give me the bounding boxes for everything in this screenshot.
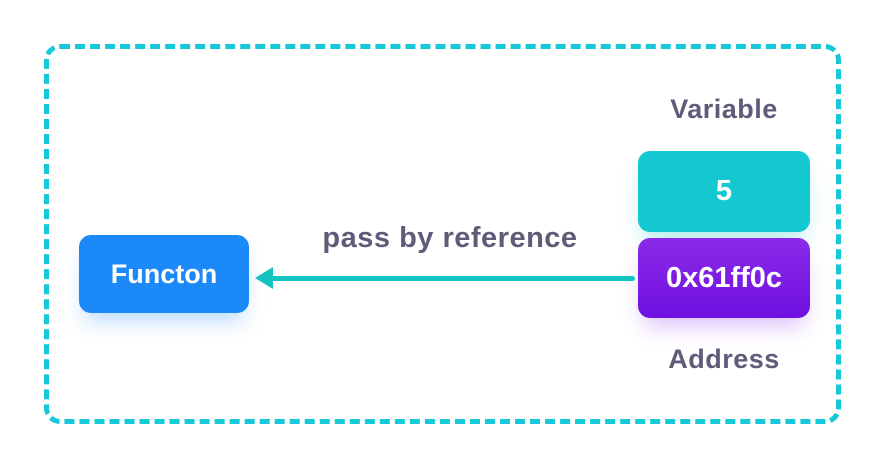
variable-value-text: 5 [715, 175, 733, 207]
variable-label: Variable [670, 94, 778, 124]
variable-value-box: 5 [638, 151, 810, 232]
dashed-frame [44, 44, 841, 424]
address-value-box: 0x61ff0c [638, 238, 810, 318]
function-box: Functon [79, 235, 249, 313]
address-value-text: 0x61ff0c [665, 261, 783, 294]
pass-by-reference-label: pass by reference [322, 222, 578, 254]
address-label: Address [668, 344, 780, 374]
function-box-text: Functon [110, 258, 218, 289]
reference-arrow-line [270, 276, 635, 281]
reference-arrow-head-icon [255, 267, 273, 289]
